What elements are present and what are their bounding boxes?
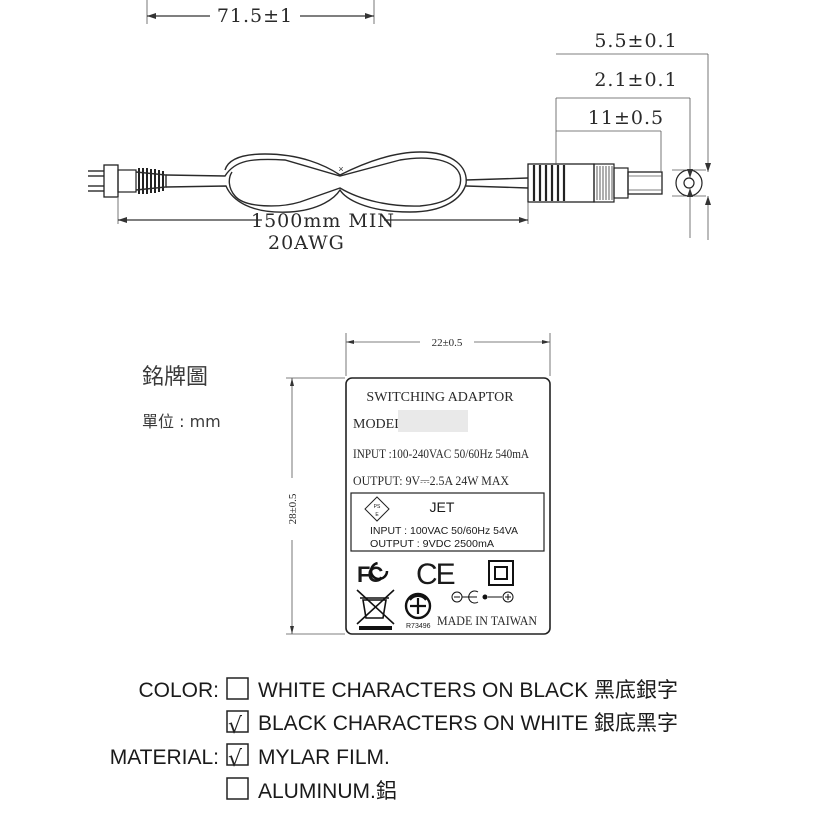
checkbox-white-on-black[interactable]	[226, 677, 249, 700]
cable-length-dim: 1500mm MIN	[251, 210, 395, 232]
jet-brand: JET	[430, 499, 455, 515]
svg-text:×: ×	[338, 164, 343, 174]
bsmi-code: R73496	[406, 623, 431, 630]
label-title: SWITCHING ADAPTOR	[366, 390, 514, 405]
jet-output: OUTPUT : 9VDC 2500mA	[370, 538, 494, 550]
pse-mark-bottom: E	[375, 512, 379, 518]
option-text-white-on-black: WHITE CHARACTERS ON BLACK 黑底銀字	[258, 679, 678, 702]
double-insulation-icon	[488, 560, 514, 586]
cable-gauge: 20AWG	[268, 232, 345, 254]
material-option-aluminum[interactable]: ALUMINUM.鋁	[226, 777, 397, 803]
label-output: OUTPUT: 9V⎓2.5A 24W MAX	[353, 473, 510, 488]
material-label: MATERIAL:	[110, 746, 219, 769]
option-text-black-on-white: BLACK CHARACTERS ON WHITE 銀底黑字	[258, 712, 678, 735]
material-option-mylar[interactable]: √ MYLAR FILM.	[226, 743, 390, 772]
nameplate-label: SWITCHING ADAPTOR MODEL : INPUT :100-240…	[345, 377, 551, 635]
ce-mark-icon: CE	[416, 558, 455, 591]
bsmi-icon	[404, 592, 432, 620]
checkbox-mylar[interactable]	[226, 743, 249, 766]
jet-input: INPUT : 100VAC 50/60Hz 54VA	[370, 525, 518, 537]
weee-bin-icon	[356, 589, 395, 630]
left-connector	[88, 164, 167, 198]
width-dimension: 22±0.5	[345, 333, 551, 376]
width-dim-text: 22±0.5	[432, 337, 463, 349]
unit-label: 單位 : mm	[142, 412, 221, 431]
cable-drawing: 71.5±1 ×	[88, 0, 711, 254]
color-label: COLOR:	[138, 679, 219, 702]
color-option-black-on-white[interactable]: √ BLACK CHARACTERS ON WHITE 銀底黑字	[226, 710, 678, 739]
barrel-length-dim: 11±0.5	[588, 107, 664, 129]
check-mark-icon: √	[228, 747, 243, 772]
label-model: MODEL :	[353, 417, 410, 432]
svg-text:FC: FC	[357, 562, 383, 587]
inner-dia-dim: 2.1±0.1	[594, 69, 677, 91]
nameplate-title: 銘牌圖	[142, 365, 208, 390]
plug-length-dim: 71.5±1	[217, 5, 293, 27]
checkbox-aluminum[interactable]	[226, 777, 249, 800]
height-dimension: 28±0.5	[286, 377, 345, 635]
color-option-white-on-black[interactable]: WHITE CHARACTERS ON BLACK 黑底銀字	[226, 677, 678, 702]
right-connector	[527, 163, 663, 203]
polarity-icon	[451, 590, 514, 604]
made-in-text: MADE IN TAIWAN	[437, 613, 538, 628]
option-text-aluminum: ALUMINUM.鋁	[258, 780, 397, 803]
pse-mark-top: PS	[374, 504, 381, 510]
color-spec: COLOR: WHITE CHARACTERS ON BLACK 黑底銀字 √ …	[138, 677, 678, 739]
option-text-mylar: MYLAR FILM.	[258, 746, 390, 769]
jet-box: PS E JET INPUT : 100VAC 50/60Hz 54VA OUT…	[350, 492, 545, 552]
height-dim-text: 28±0.5	[287, 493, 299, 524]
check-mark-icon: √	[228, 714, 243, 739]
material-spec: MATERIAL: √ MYLAR FILM. ALUMINUM.鋁	[110, 743, 397, 803]
outer-dia-dim: 5.5±0.1	[594, 30, 677, 52]
label-input: INPUT :100-240VAC 50/60Hz 540mA	[353, 446, 530, 461]
model-value-redacted	[398, 410, 468, 432]
checkbox-black-on-white[interactable]	[226, 710, 249, 733]
pse-diamond-icon	[364, 496, 390, 522]
